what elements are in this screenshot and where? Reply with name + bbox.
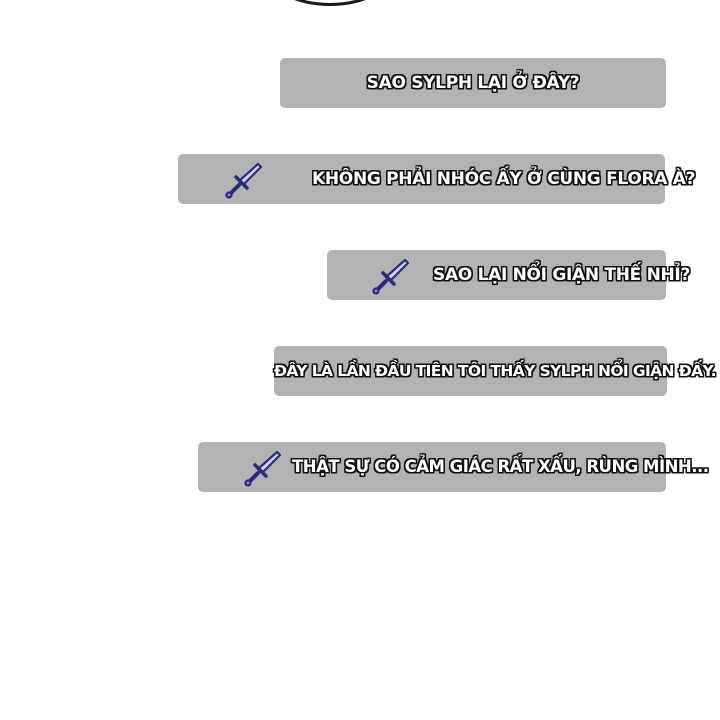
dialogue-box-2: KHÔNG PHẢI NHÓC ẤY Ở CÙNG FLORA À?: [178, 154, 695, 204]
dagger-icon: [225, 162, 263, 199]
dagger-icon: [372, 258, 410, 295]
dialogue-text: SAO LẠI NỔI GIẬN THẾ NHỈ?: [433, 265, 691, 285]
dialogue-box-5: THẬT SỰ CÓ CẢM GIÁC RẤT XẤU, RÙNG MÌNH..…: [198, 442, 709, 492]
dialogue-text: ĐÂY LÀ LẦN ĐẦU TIÊN TÔI THẤY SYLPH NỔI G…: [274, 362, 716, 380]
speech-bubble-tail-curve: [262, 0, 398, 6]
dialogue-box-3: SAO LẠI NỔI GIẬN THẾ NHỈ?: [327, 250, 690, 300]
dagger-icon: [244, 450, 282, 487]
dialogue-text: KHÔNG PHẢI NHÓC ẤY Ở CÙNG FLORA À?: [312, 169, 696, 189]
dialogue-text: SAO SYLPH LẠI Ở ĐÂY?: [366, 73, 580, 93]
dialogue-box-4: ĐÂY LÀ LẦN ĐẦU TIÊN TÔI THẤY SYLPH NỔI G…: [274, 346, 716, 396]
dialogue-text: THẬT SỰ CÓ CẢM GIÁC RẤT XẤU, RÙNG MÌNH..…: [292, 457, 709, 476]
dialogue-box-1: SAO SYLPH LẠI Ở ĐÂY?: [280, 58, 666, 108]
